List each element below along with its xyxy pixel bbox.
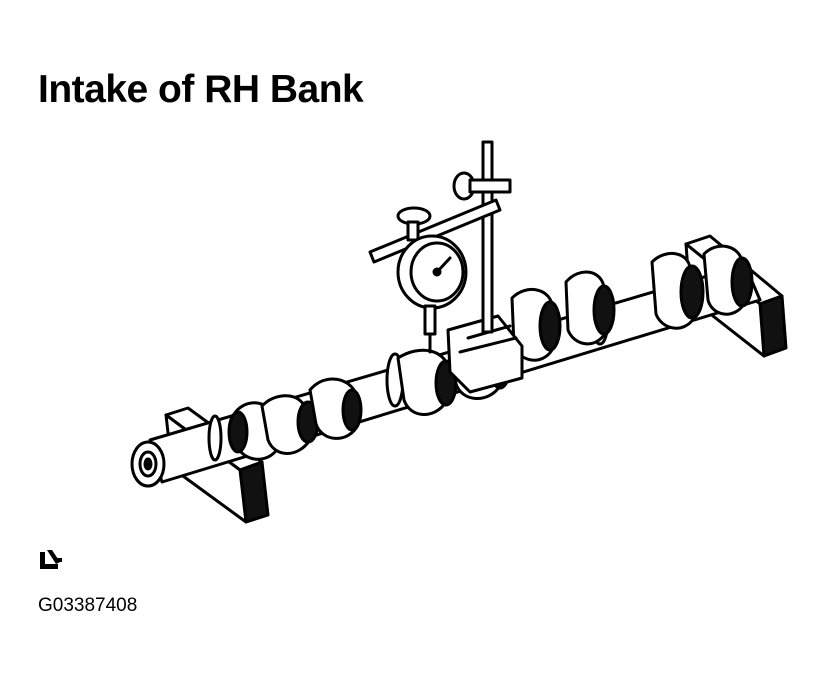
indicator-stand bbox=[368, 140, 512, 334]
dial-indicator bbox=[396, 206, 468, 354]
figure-title: Intake of RH Bank bbox=[38, 68, 364, 111]
figure-code: G03387408 bbox=[38, 595, 138, 616]
tool-mark-icon bbox=[40, 550, 62, 569]
